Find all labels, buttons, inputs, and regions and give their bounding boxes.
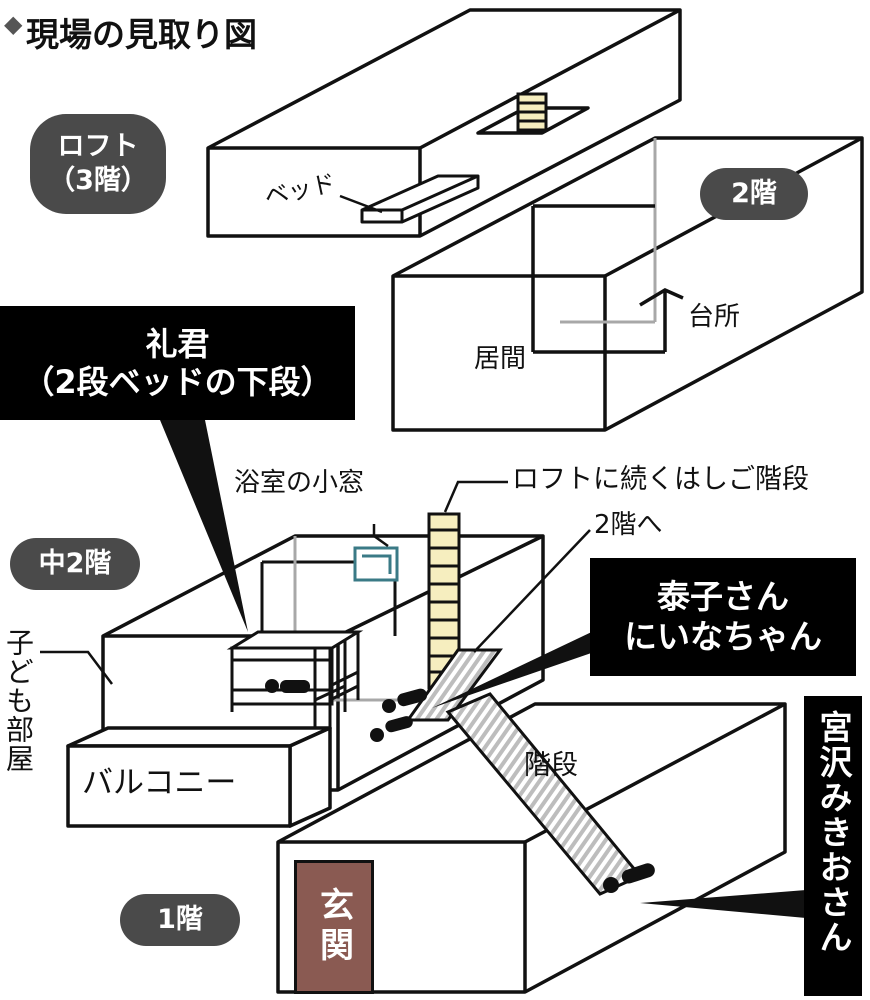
bunk-bed [226, 630, 364, 730]
callout-pointer-rei [160, 420, 248, 632]
first-floor [276, 702, 787, 994]
callout-rei: 礼君 （2段ベッドの下段） [0, 306, 355, 420]
badge-second-floor: 2階 [700, 168, 808, 220]
callout-mikio: 宮沢みきおさん [804, 696, 862, 996]
label-living: 居間 [474, 344, 527, 374]
label-leaders [40, 480, 591, 685]
label-balcony: バルコニー [82, 765, 237, 801]
label-loft-ladder: ロフトに続くはしご階段 [512, 464, 809, 495]
label-to-second: 2階へ [594, 510, 663, 540]
loft-ladder-top [516, 92, 548, 132]
person-niina [370, 716, 413, 742]
callout-pointer-mikio [640, 890, 806, 918]
cube-icon: ◆ [4, 10, 23, 38]
label-stairs: 階段 [524, 750, 578, 781]
second-floor-hidden [560, 138, 657, 324]
badge-loft: ロフト （3階） [30, 114, 166, 214]
bed-leader [339, 194, 383, 214]
person-mikio [603, 863, 655, 893]
person-rei [265, 679, 310, 693]
balcony-box [66, 726, 332, 828]
second-floor-partition [531, 204, 684, 354]
bath-window [353, 546, 399, 582]
badge-mid-second-floor: 中2階 [10, 538, 140, 590]
page-title: 現場の見取り図 [26, 15, 257, 54]
label-kitchen: 台所 [688, 302, 741, 332]
callout-pointer-yasuko [432, 628, 600, 708]
label-bath-window: 浴室の小窓 [234, 468, 365, 498]
person-yasuko [382, 688, 427, 713]
label-kids-room: 子ども部屋 [2, 628, 35, 773]
entrance-door: 玄関 [294, 860, 374, 994]
callout-yasuko-niina: 泰子さん にいなちゃん [590, 558, 856, 676]
badge-first-floor: 1階 [120, 894, 240, 946]
